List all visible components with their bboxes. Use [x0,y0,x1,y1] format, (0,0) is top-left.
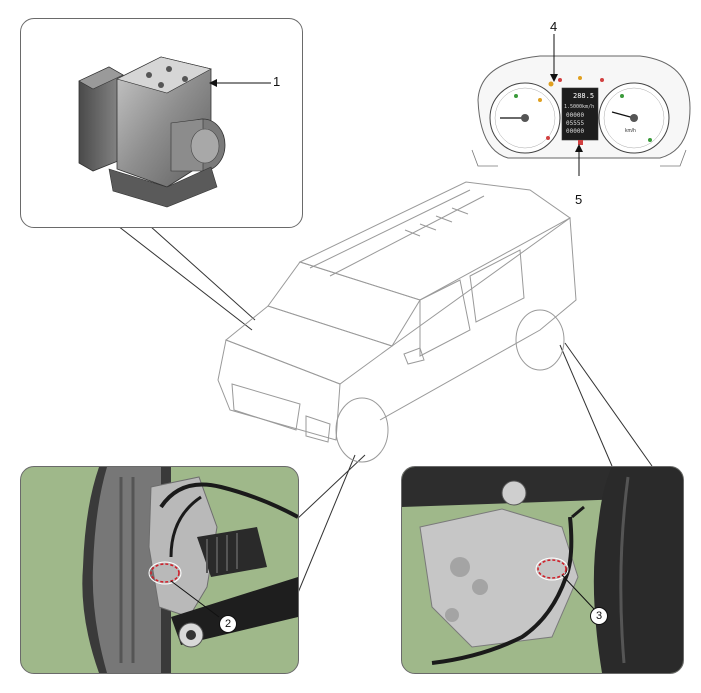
front-knuckle-photo [82,467,298,673]
callout-4-label: 4 [550,19,558,34]
front-wheel-sensor-panel: 2 [20,466,299,674]
cluster-line-3: 05555 [566,120,585,127]
callout-5-label: 5 [575,192,583,207]
callout-2-label: 2 [219,615,237,633]
cluster-odo-top: 288.5 [573,92,595,100]
cluster-line-1: 1.5000km/h [564,104,595,110]
rear-wheel-sensor-panel: 3 [401,466,684,674]
rear-knuckle-photo [402,467,683,673]
cluster-line-4: 00000 [566,128,585,135]
speed-unit-label: km/h [625,128,636,134]
abs-hydraulic-unit-illustration [78,56,271,208]
callout-1-label: 1 [273,74,281,89]
abs-unit-panel: 1 [20,18,303,228]
callout-3-label: 3 [590,607,608,625]
cluster-line-2: 00000 [566,112,585,119]
